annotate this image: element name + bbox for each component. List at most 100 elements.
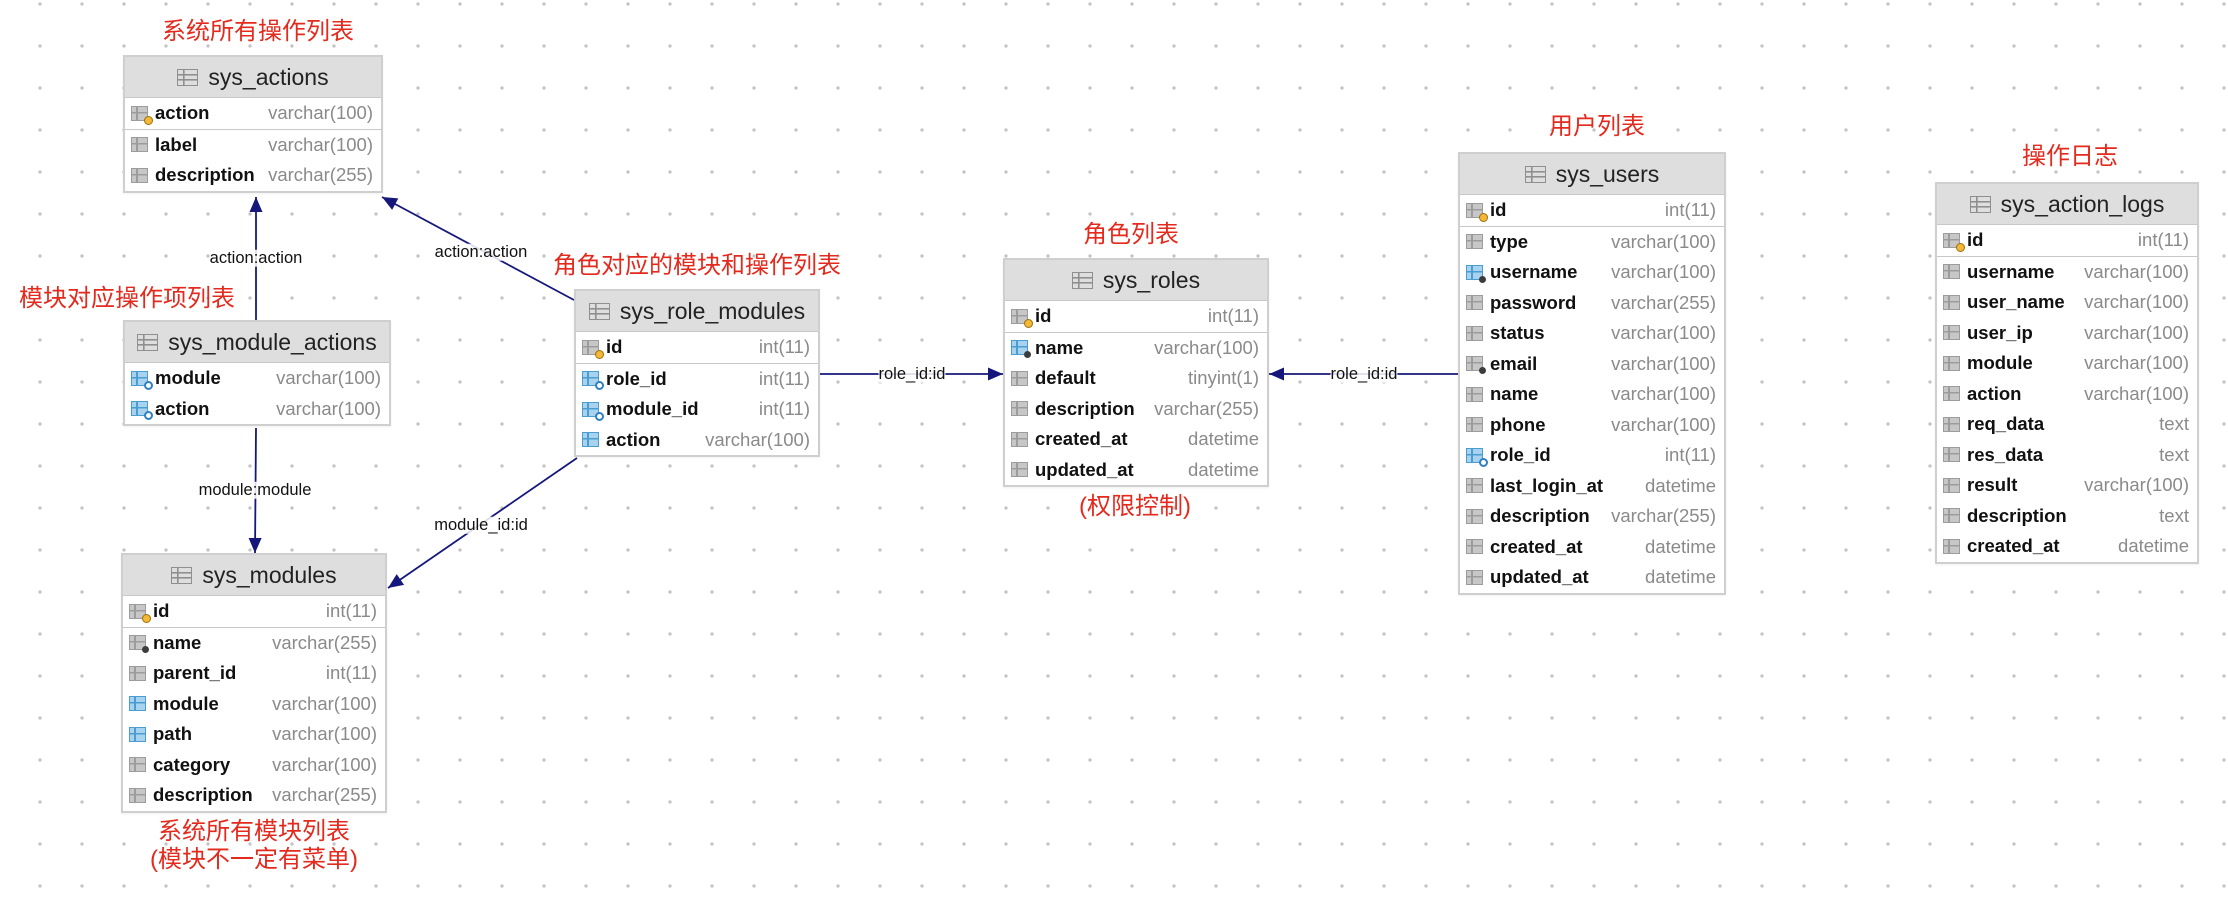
column-row[interactable]: category varchar(100) [123,750,385,781]
table-icon [1969,195,1991,213]
column-type: datetime [1188,428,1259,450]
column-icon [1011,431,1028,447]
column-name: role_id [1490,444,1551,466]
table-header[interactable]: sys_users [1460,154,1724,195]
table-header[interactable]: sys_roles [1005,260,1267,301]
column-type: varchar(255) [268,164,373,186]
column-icon [1943,416,1960,432]
annotation-sys-users: 用户列表 [1549,113,1645,140]
column-type: varchar(100) [268,102,373,124]
column-type: varchar(100) [1611,413,1716,435]
column-name: user_name [1967,291,2065,313]
primary-key-icon [1011,308,1033,328]
arrowhead-icon [382,197,399,210]
column-name: id [1967,229,1984,251]
table-icon [1071,271,1093,289]
column-icon [1943,477,1960,493]
column-type: varchar(100) [276,397,381,419]
column-name: category [153,753,231,775]
column-name: description [1967,504,2067,526]
column-type: varchar(100) [272,753,377,775]
column-type: int(11) [758,398,810,420]
table-name: sys_users [1555,160,1660,187]
annotation-sys-module-actions: 模块对应操作项列表 [19,285,235,312]
table-header[interactable]: sys_role_modules [576,291,818,332]
column-name: status [1490,322,1545,344]
relation-label: module_id:id [434,515,528,534]
table-header[interactable]: sys_modules [123,555,385,596]
relation-label: action:action [209,248,303,267]
column-icon [1943,538,1960,554]
table-icon [588,302,610,320]
annotation-sys-actions: 系统所有操作列表 [162,18,354,45]
table-header[interactable]: sys_action_logs [1937,184,2197,225]
column-icon [1011,462,1028,478]
column-name: parent_id [153,662,237,684]
column-name: module [1967,352,2033,374]
table-name: sys_roles [1102,266,1201,293]
column-name: email [1490,352,1538,374]
foreign-key-icon [582,371,604,391]
table-icon [1524,165,1546,183]
column-name: result [1967,474,2018,496]
table-header[interactable]: sys_actions [125,57,381,98]
column-icon [1943,355,1960,371]
table-icon [171,566,193,584]
table-header[interactable]: sys_module_actions [125,322,389,363]
arrowhead-icon [388,574,405,588]
table-icon [177,68,199,86]
